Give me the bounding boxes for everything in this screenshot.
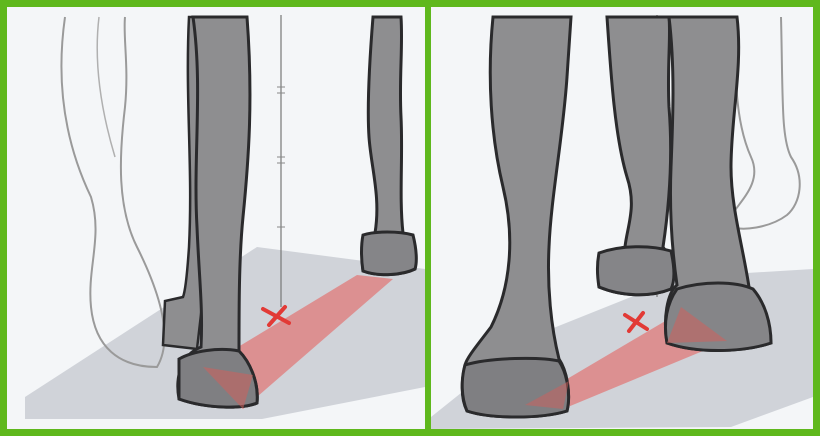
far-hoof (362, 232, 417, 275)
right-panel (431, 7, 813, 429)
front-hoof (462, 358, 568, 417)
left-panel-drawing (7, 7, 425, 429)
right-panel-drawing (431, 7, 813, 429)
hind-hoof-middle (598, 247, 675, 295)
left-panel (7, 7, 425, 429)
